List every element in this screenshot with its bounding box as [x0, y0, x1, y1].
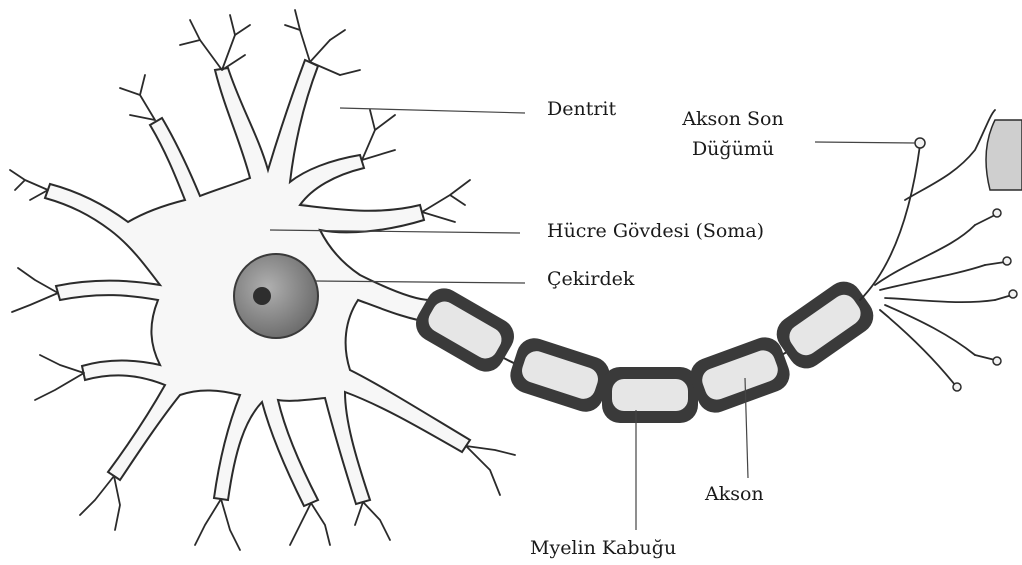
label-myelin-kabugu: Myelin Kabuğu: [530, 537, 676, 561]
label-akson-son-line1: Akson Son: [658, 108, 808, 132]
label-akson-son-dugumu: Akson Son Düğümü: [658, 108, 808, 162]
label-dentrit: Dentrit: [547, 98, 616, 122]
label-hucre-govdesi: Hücre Gövdesi (Soma): [547, 220, 764, 244]
label-akson-son-line2: Düğümü: [658, 138, 808, 162]
label-akson: Akson: [705, 483, 764, 507]
nucleus: [234, 254, 318, 338]
label-cekirdek: Çekirdek: [547, 268, 634, 292]
nucleolus: [253, 287, 271, 305]
myelin-segments: [409, 275, 880, 423]
postsynaptic-edge: [986, 120, 1022, 190]
